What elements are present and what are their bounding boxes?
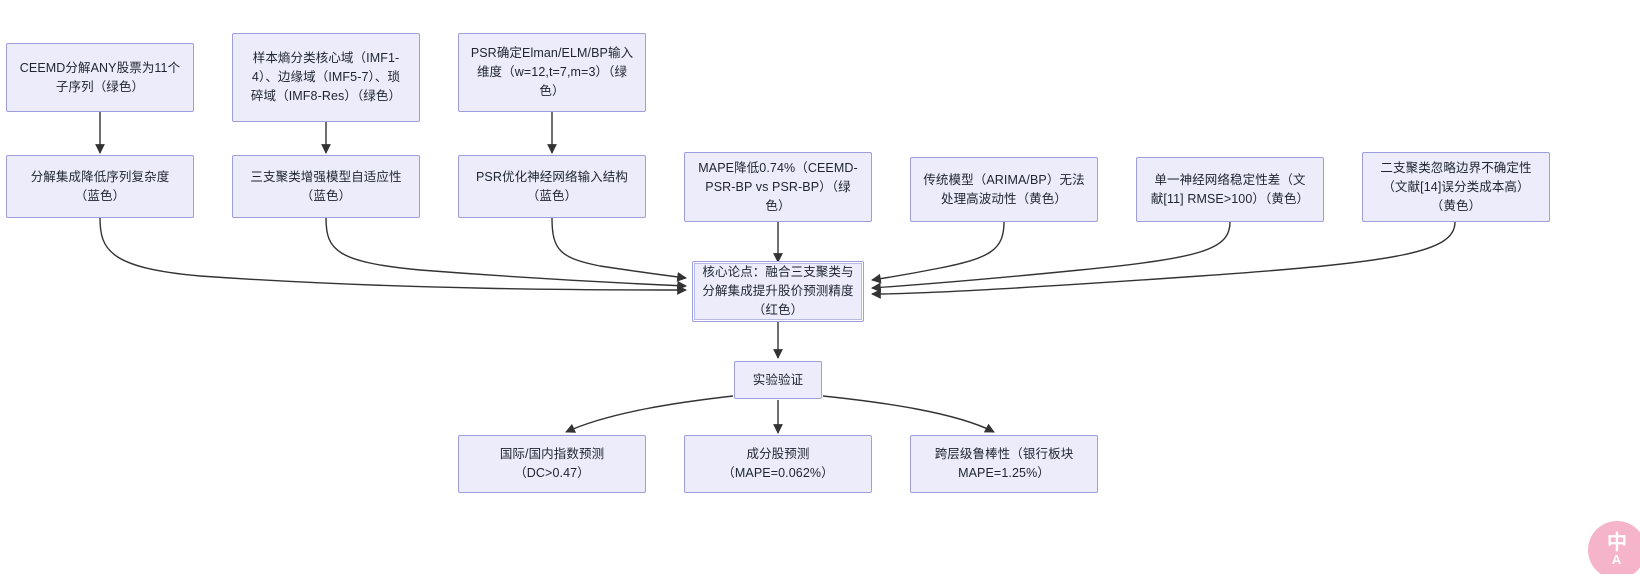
watermark-top-glyph: 中 [1607,532,1627,554]
node-ceemd-decompose[interactable]: CEEMD分解ANY股票为11个 子序列（绿色） [6,43,194,112]
node-label: 跨层级鲁棒性（银行板块 MAPE=1.25%） [934,447,1074,480]
node-label: 传统模型（ARIMA/BP）无法 处理高波动性（黄色） [923,172,1085,206]
edge-traditional-to-core [871,221,1005,284]
node-label: CEEMD分解ANY股票为11个 子序列（绿色） [19,60,181,94]
node-cross-level-robust[interactable]: 跨层级鲁棒性（银行板块 MAPE=1.25%） [910,435,1098,493]
node-two-way-ignore[interactable]: 二支聚类忽略边界不确定性 （文献[14]误分类成本高） （黄色） [1362,152,1550,222]
node-label: PSR确定Elman/ELM/BP输入 维度（w=12,t=7,m=3）（绿 色… [470,46,634,98]
node-single-nn-unstable[interactable]: 单一神经网络稳定性差（文 献[11] RMSE>100）（黄色） [1136,157,1324,222]
node-constituent-forecast[interactable]: 成分股预测 （MAPE=0.062%） [684,435,872,493]
node-label: 核心论点：融合三支聚类与 分解集成提升股价预测精度 （红色） [702,265,854,317]
node-label: MAPE降低0.74%（CEEMD- PSR-BP vs PSR-BP）（绿 色… [698,160,858,213]
watermark-bottom-glyph: A [1611,552,1623,567]
node-psr-input-dim[interactable]: PSR确定Elman/ELM/BP输入 维度（w=12,t=7,m=3）（绿 色… [458,33,646,112]
node-decompose-reduce[interactable]: 分解集成降低序列复杂度 （蓝色） [6,155,194,218]
node-label: 实验验证 [752,372,804,387]
edge-singlenn-to-core [871,221,1231,293]
node-core-claim[interactable]: 核心论点：融合三支聚类与 分解集成提升股价预测精度 （红色） [692,261,864,322]
node-traditional-limit[interactable]: 传统模型（ARIMA/BP）无法 处理高波动性（黄色） [910,157,1098,222]
edge-decompose-to-core [99,217,687,295]
node-label: 单一神经网络稳定性差（文 献[11] RMSE>100）（黄色） [1150,172,1310,206]
node-label: 样本熵分类核心域（IMF1- 4）、边缘域（IMF5-7）、琐 碎域（IMF8-… [250,51,402,103]
node-label: 二支聚类忽略边界不确定性 （文献[14]误分类成本高） （黄色） [1380,160,1532,213]
edge-threeway-to-core [325,217,687,291]
node-index-forecast[interactable]: 国际/国内指数预测 （DC>0.47） [458,435,646,493]
node-label: 成分股预测 （MAPE=0.062%） [722,447,834,480]
node-sample-entropy[interactable]: 样本熵分类核心域（IMF1- 4）、边缘域（IMF5-7）、琐 碎域（IMF8-… [232,33,420,122]
node-experiment[interactable]: 实验验证 [734,361,822,399]
node-label: 国际/国内指数预测 （DC>0.47） [499,447,605,480]
node-mape-drop[interactable]: MAPE降低0.74%（CEEMD- PSR-BP vs PSR-BP）（绿 色… [684,152,872,222]
node-label: 三支聚类增强模型自适应性 （蓝色） [250,169,402,203]
watermark-badge: 中 A [1588,521,1640,574]
node-psr-optimize[interactable]: PSR优化神经网络输入结构 （蓝色） [458,155,646,218]
edge-twoway-to-core [871,221,1456,299]
node-label: PSR优化神经网络输入结构 （蓝色） [475,169,628,203]
node-label: 分解集成降低序列复杂度 （蓝色） [30,169,170,203]
edge-experiment-to-index [565,395,734,433]
edge-experiment-to-robust [822,395,995,433]
edge-psropt-to-core [551,217,687,282]
node-three-way-adapt[interactable]: 三支聚类增强模型自适应性 （蓝色） [232,155,420,218]
